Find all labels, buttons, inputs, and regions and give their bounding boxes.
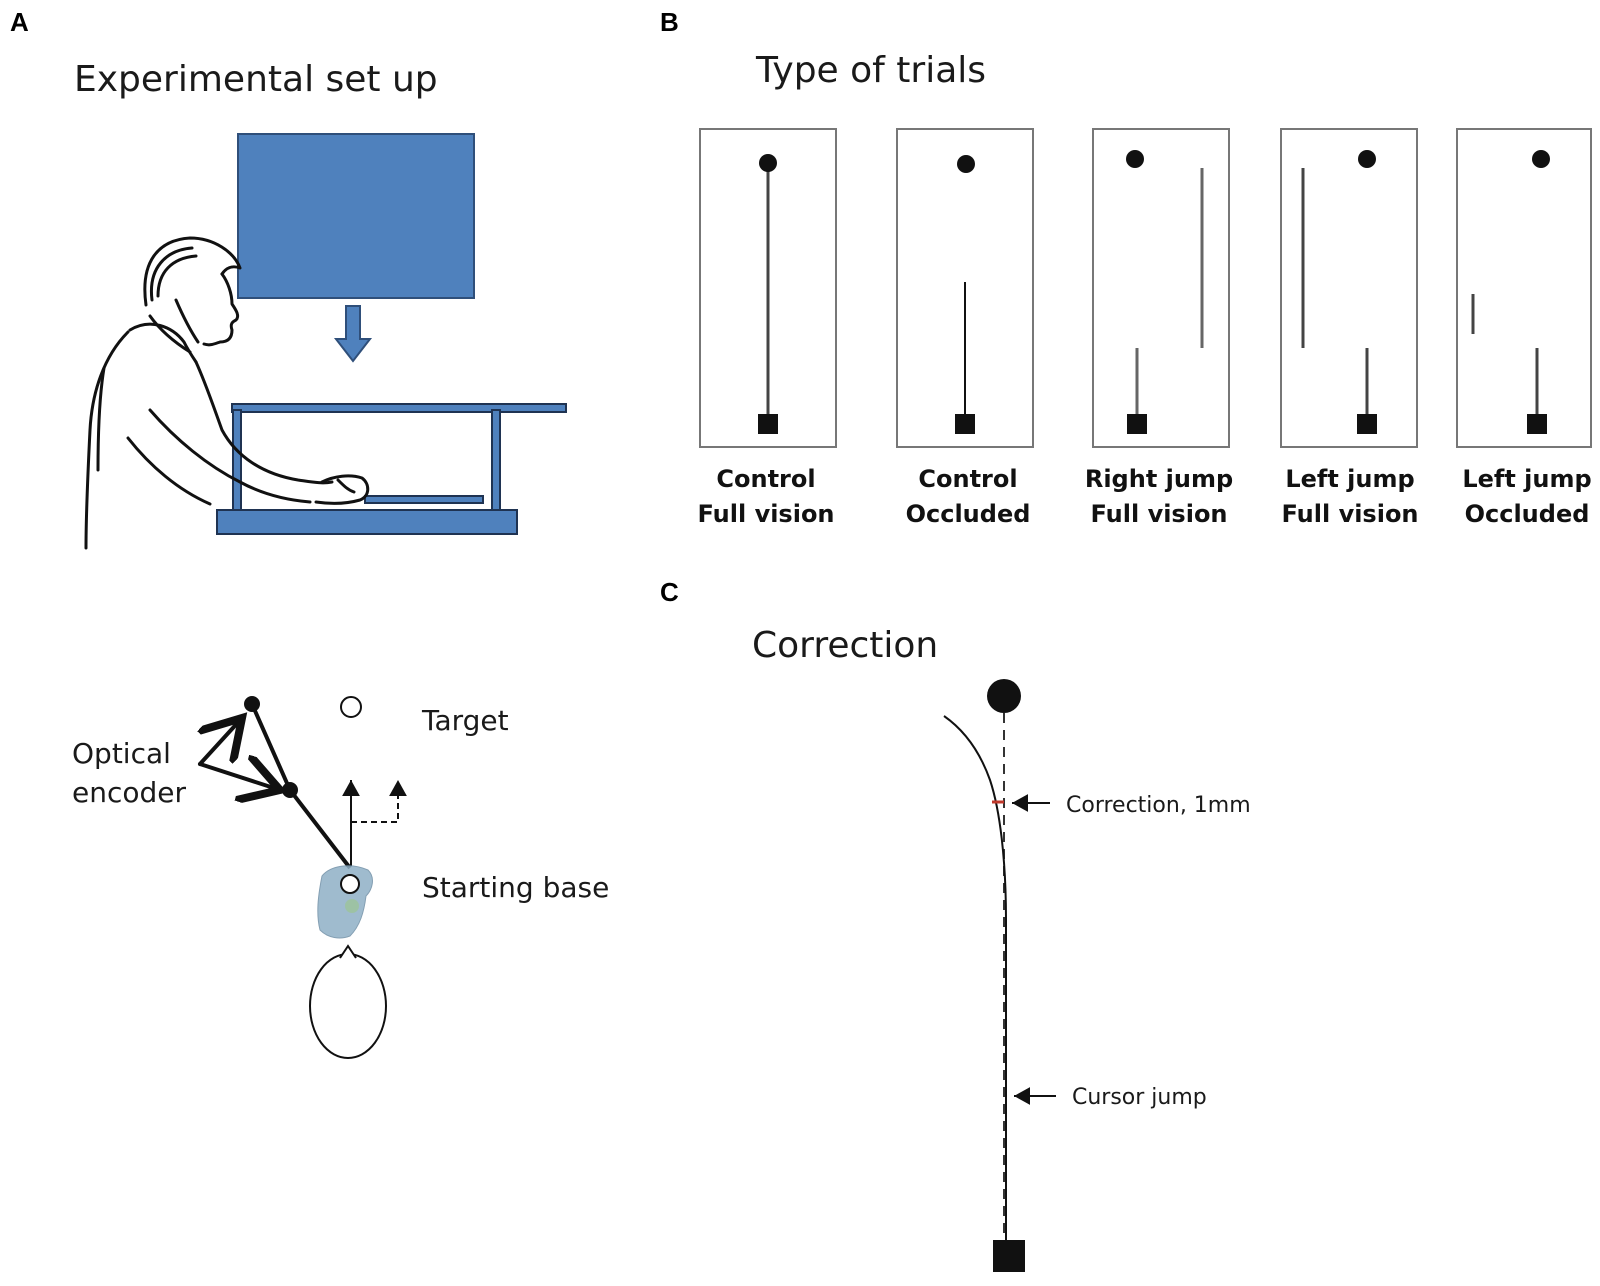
corrected-trajectory [943, 715, 1007, 1244]
trial-4-label-line2: Full vision [1281, 500, 1418, 528]
trial-box-3 [1092, 128, 1230, 448]
encoder-joint-2 [282, 782, 298, 798]
panel-b-title: Type of trials [755, 50, 986, 91]
trial-box-1 [699, 128, 837, 448]
panel-a: A Experimental set up [10, 7, 609, 1059]
down-arrow-icon [333, 305, 373, 363]
trial-5-label-line1: Left jump [1462, 465, 1591, 493]
movement-arrows [342, 780, 407, 866]
target-marker [340, 696, 362, 718]
encoder-pointer-arrows [200, 718, 280, 790]
trial-box-4 [1280, 128, 1418, 448]
correction-target [987, 679, 1021, 713]
subject-nose [339, 944, 357, 959]
trial-5-label-line2: Occluded [1465, 500, 1590, 528]
trial-3-label-line1: Right jump [1085, 465, 1233, 493]
panel-b: B Type of trials Control Full vision Con… [660, 7, 1592, 528]
cursor-jump-label: Cursor jump [1072, 1085, 1207, 1110]
starting-base-label: Starting base [422, 871, 609, 904]
seated-person [84, 236, 370, 550]
starting-base-hole [340, 874, 360, 894]
panel-a-letter: A [10, 7, 29, 37]
target-label: Target [421, 704, 509, 737]
trial-box-2 [896, 128, 1034, 448]
apparatus-table [216, 403, 567, 535]
trial-1-label-line2: Full vision [697, 500, 834, 528]
trial-2-label-line2: Occluded [906, 500, 1031, 528]
panel-c-letter: C [660, 577, 679, 607]
subject-head [309, 953, 387, 1059]
encoder-joint-1 [244, 696, 260, 712]
trial-1-label-line1: Control [716, 465, 815, 493]
starting-base-pad [345, 899, 359, 913]
overhead-screen [237, 133, 475, 299]
correction-start [993, 1240, 1025, 1272]
trial-4-label-line1: Left jump [1285, 465, 1414, 493]
trial-box-5 [1456, 128, 1592, 448]
panel-a-title: Experimental set up [74, 59, 438, 100]
panel-c-title: Correction [752, 625, 938, 666]
panel-c: C Correction Correction, 1mm Cursor jump [660, 577, 1251, 1272]
correction-label: Correction, 1mm [1066, 793, 1251, 818]
panel-b-letter: B [660, 7, 679, 37]
trial-3-label-line2: Full vision [1090, 500, 1227, 528]
trial-2-label-line1: Control [918, 465, 1017, 493]
optical-encoder-label-1: Optical [72, 737, 171, 770]
optical-encoder-label-2: encoder [72, 776, 186, 809]
